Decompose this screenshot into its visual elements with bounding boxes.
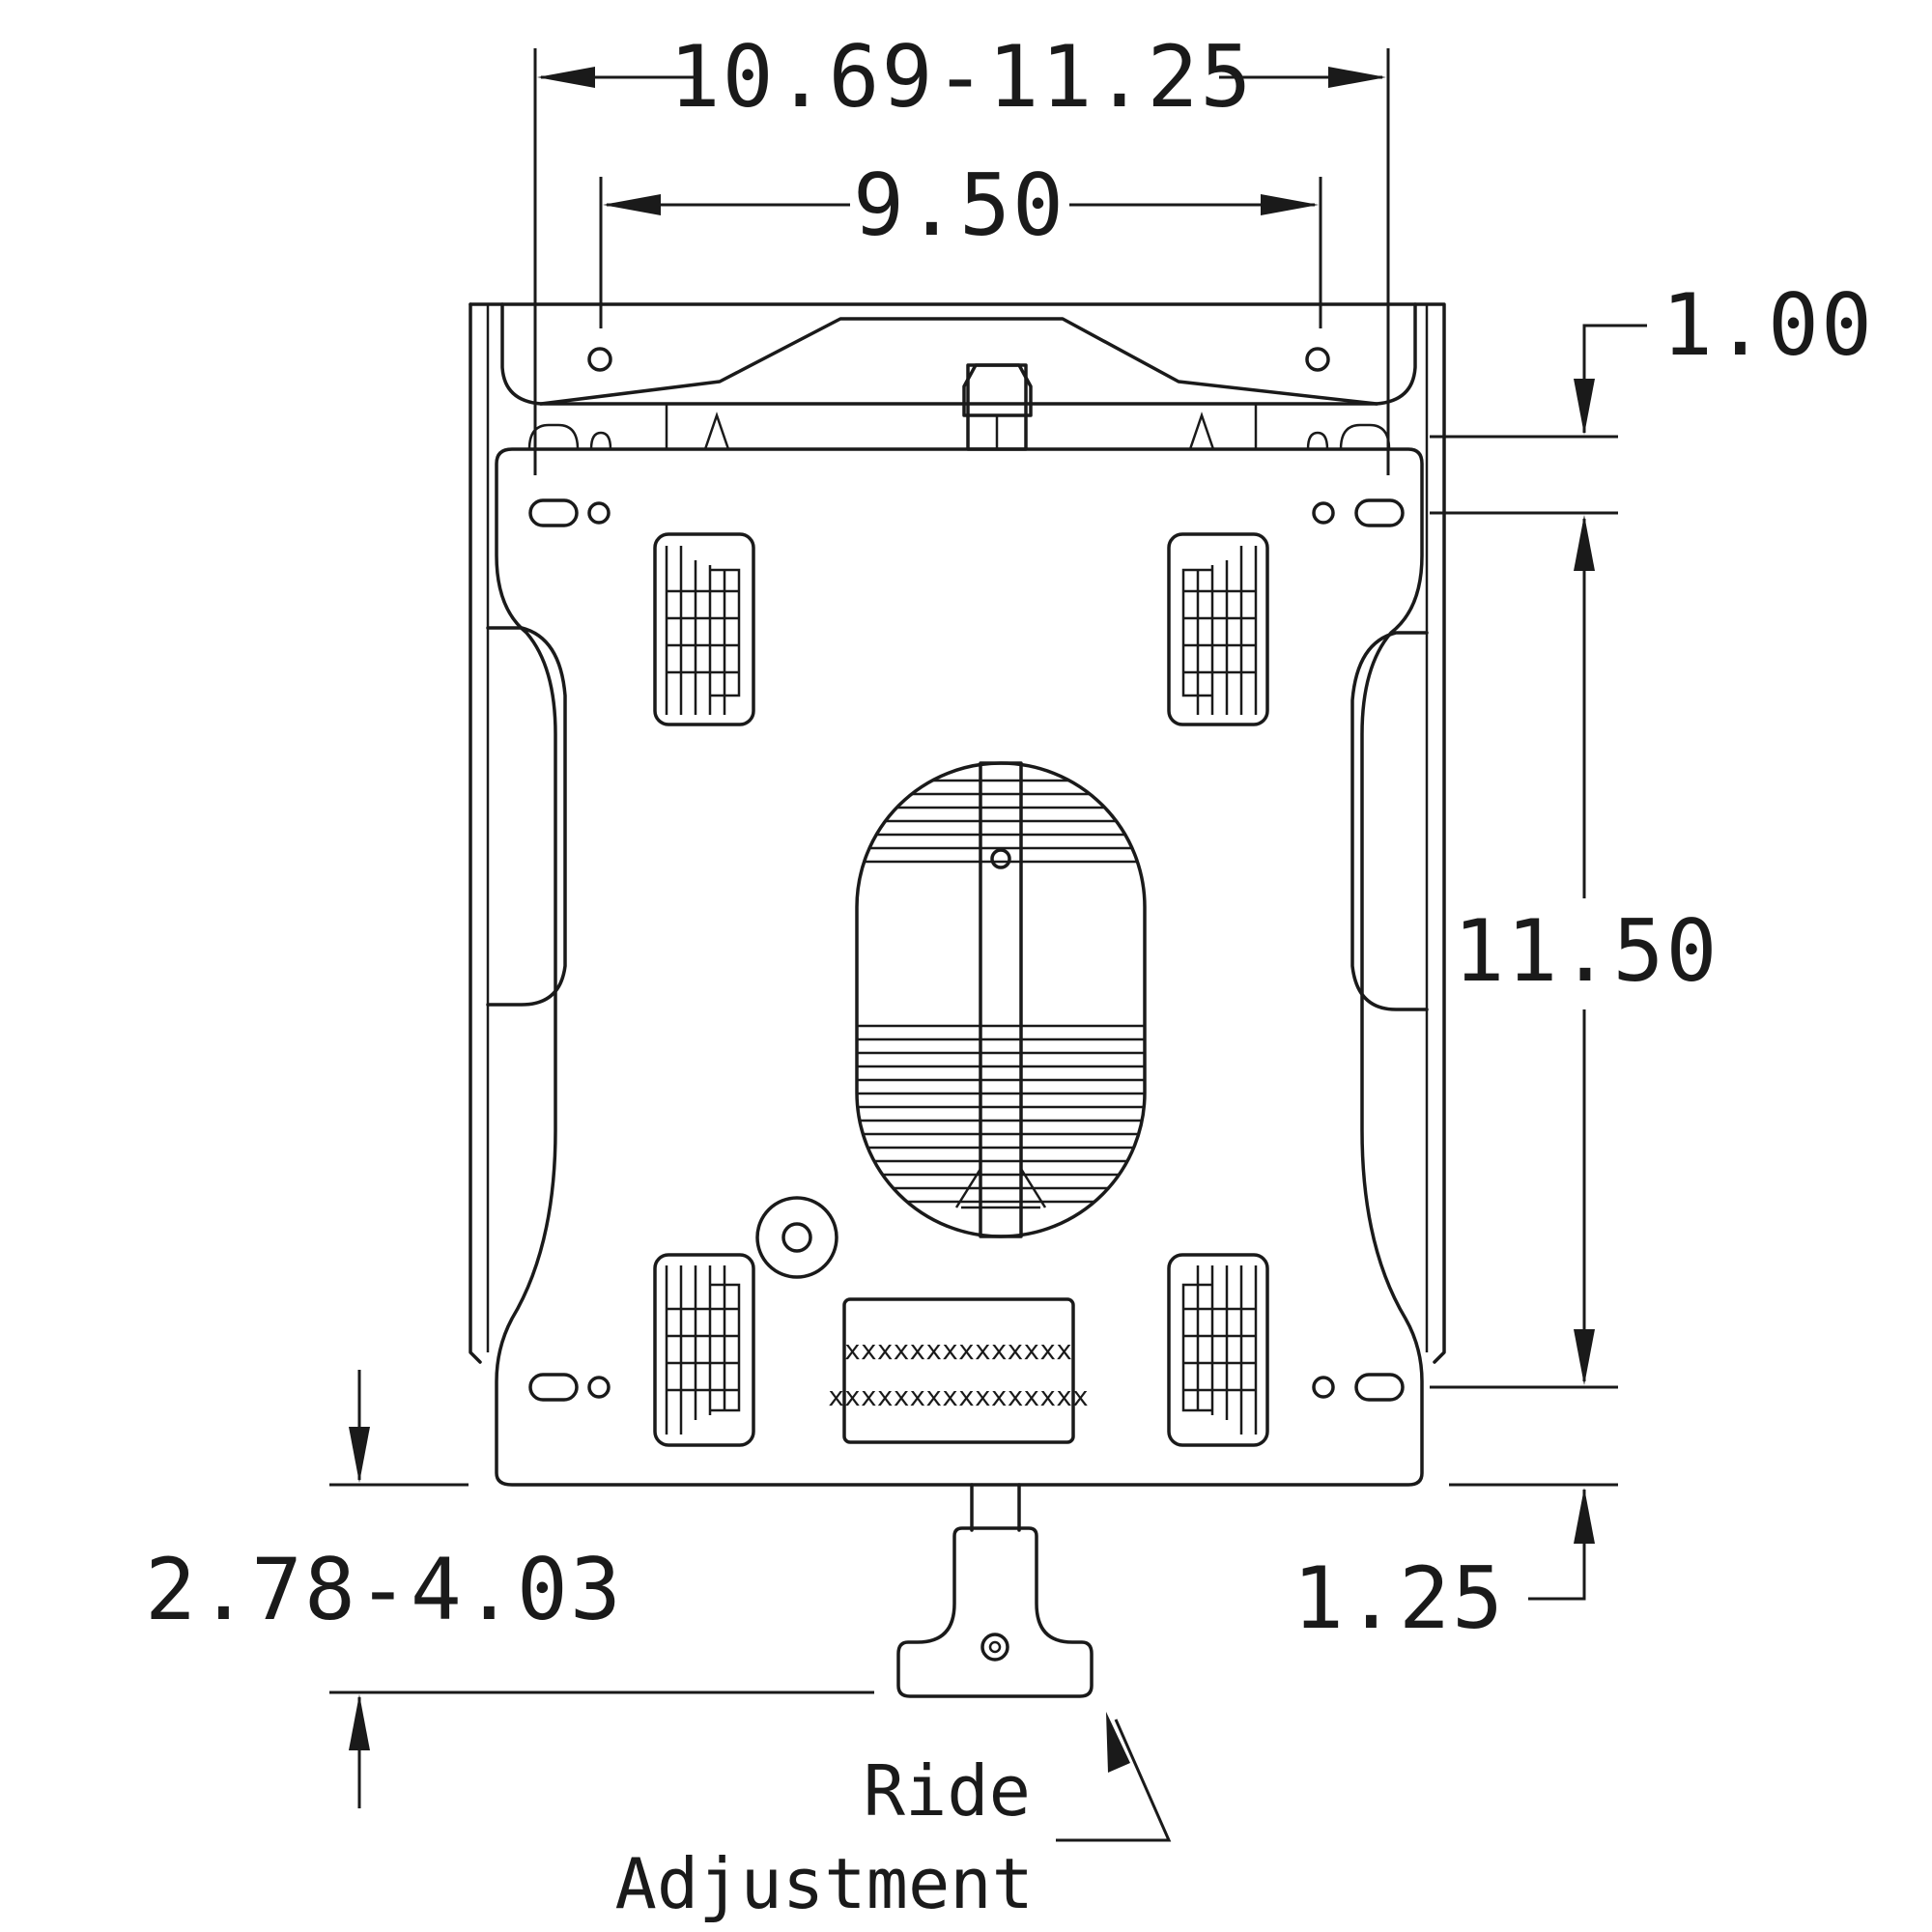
roller-pocket-bottom-right (1167, 1253, 1269, 1447)
roller-pocket-bottom-left (653, 1253, 755, 1447)
outer-rail-frame (469, 302, 1446, 1364)
arrow-up-length (1574, 515, 1595, 571)
mounting-slots (528, 498, 1405, 1402)
ride-adjustment-handle (896, 1483, 1094, 1698)
roller-pocket-top-right (1167, 532, 1269, 726)
arrow-left-overall (537, 67, 595, 88)
main-plate (486, 447, 1429, 1487)
arrow-down-length (1574, 1329, 1595, 1385)
ride-adjustment-callout: Ride Adjustment (615, 1712, 1172, 1924)
arrow-left-mount (603, 194, 661, 215)
arrow-top-offset (1574, 379, 1595, 435)
callout-label-line-1: Ride (864, 1750, 1031, 1832)
nameplate-line-1: xxxxxxxxxxxxxx (844, 1334, 1072, 1366)
dimension-height-range: 2.78-4.03 (145, 1370, 874, 1808)
dim-mount-width-label: 9.50 (853, 156, 1065, 255)
dimension-overall-width: 10.69-11.25 (533, 27, 1390, 475)
dimension-mount-length: 11.50 (1430, 515, 1719, 1389)
callout-arrow (1106, 1712, 1130, 1773)
dimension-bottom-offset: 1.25 (1293, 1483, 1618, 1648)
arrow-right-overall (1328, 67, 1386, 88)
dim-height-range-label: 2.78-4.03 (145, 1540, 623, 1639)
roller-pocket-top-left (653, 532, 755, 726)
center-spring-housing (855, 761, 1147, 1238)
dimension-top-offset: 1.00 (1430, 275, 1874, 515)
dim-mount-length-label: 11.50 (1454, 901, 1719, 1001)
callout-label-line-2: Adjustment (615, 1843, 1034, 1924)
arrow-right-mount (1261, 194, 1319, 215)
arrow-bottom-offset (1574, 1488, 1595, 1544)
dim-top-offset-label: 1.00 (1662, 275, 1874, 375)
nameplate: xxxxxxxxxxxxxx xxxxxxxxxxxxxxxx (828, 1297, 1089, 1444)
lock-knob (755, 1196, 838, 1279)
dim-overall-width-label: 10.69-11.25 (669, 27, 1254, 127)
dimension-mount-width: 9.50 (599, 156, 1322, 328)
dim-bottom-offset-label: 1.25 (1293, 1548, 1505, 1648)
arrow-height-top (349, 1427, 370, 1483)
arrow-height-bottom (349, 1694, 370, 1750)
nameplate-line-2: xxxxxxxxxxxxxxxx (828, 1380, 1089, 1412)
